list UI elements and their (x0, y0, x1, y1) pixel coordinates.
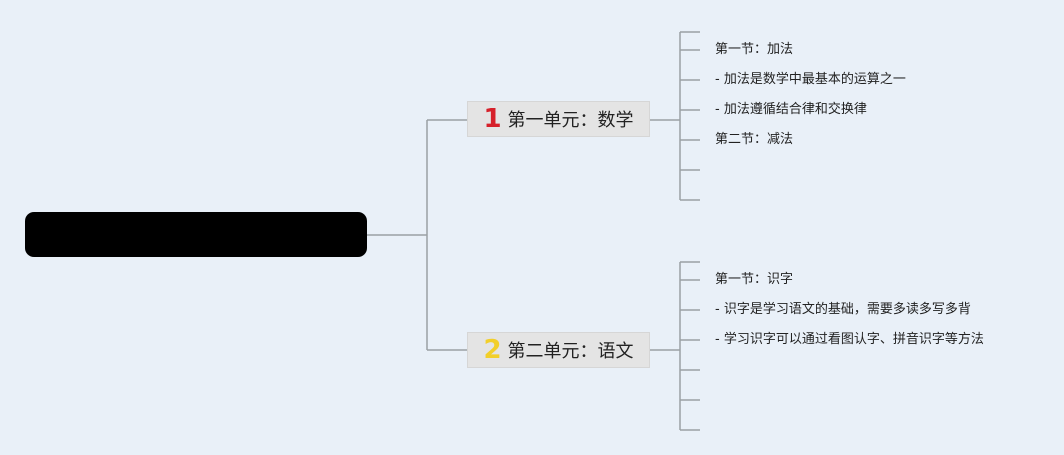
leaf-node[interactable]: 第一节：识字 (715, 272, 794, 287)
root-node[interactable] (25, 212, 367, 257)
priority-1-icon: 1 (483, 104, 502, 134)
priority-2-icon: 2 (483, 335, 502, 365)
leaf-node[interactable]: 第一节：加法 (715, 42, 794, 57)
leaf-node[interactable]: - 加法遵循结合律和交换律 (715, 102, 867, 117)
unit-label: 第一单元：数学 (507, 110, 634, 131)
leaf-node[interactable]: 第二节：减法 (715, 132, 794, 147)
unit-node-math[interactable]: 1 第一单元：数学 (467, 101, 650, 137)
unit-node-chinese[interactable]: 2 第二单元：语文 (467, 332, 650, 368)
leaf-node[interactable]: - 识字是学习语文的基础，需要多读多写多背 (715, 302, 971, 317)
leaf-node[interactable]: - 加法是数学中最基本的运算之一 (715, 72, 906, 87)
unit-label: 第二单元：语文 (507, 341, 634, 362)
leaf-node[interactable]: - 学习识字可以通过看图认字、拼音识字等方法 (715, 332, 984, 347)
